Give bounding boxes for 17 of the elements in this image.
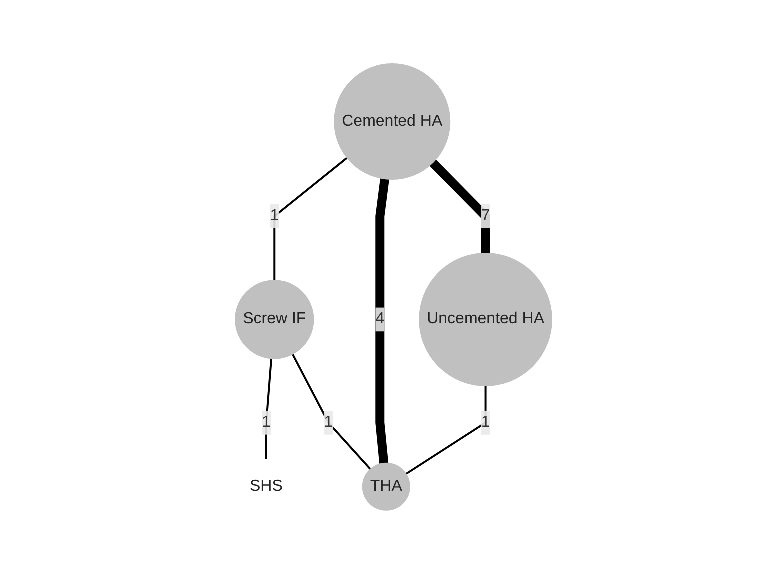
edge-label: 1 [324,414,334,431]
connector [274,157,348,281]
connector [265,358,273,460]
edge-label: 4 [376,310,385,328]
connector [430,160,490,254]
connector [376,178,390,464]
edge-label: 1 [481,414,490,431]
node-circle: Cemented HA [334,64,451,180]
edge-label: 1 [262,414,271,431]
node-text: SHS [250,478,283,495]
node-circle: THA [362,462,410,511]
edge-label: 7 [481,208,490,225]
node-circle: Uncemented HA [419,253,552,386]
connector [292,354,372,470]
connector [406,386,487,476]
node-circle: Screw IF [235,280,314,360]
edge-label: 1 [270,208,280,225]
